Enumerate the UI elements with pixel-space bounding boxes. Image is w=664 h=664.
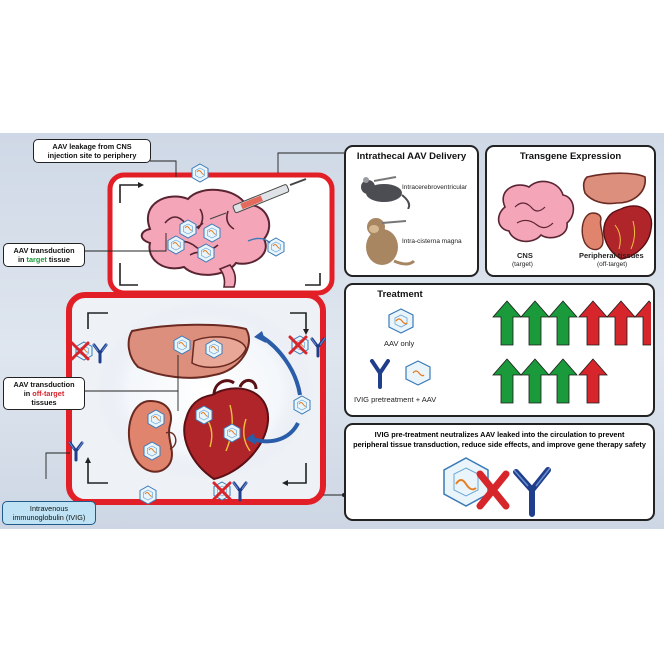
cns-expression-arrow-row1 <box>492 300 522 346</box>
expression-title: Transgene Expression <box>519 151 622 162</box>
delivery-panel: Intrathecal AAV Delivery Intracerebroven… <box>344 145 479 277</box>
expression-peripheral-sub: (off-target) <box>597 261 628 268</box>
peripheral-expression-arrow-row1 <box>578 300 608 346</box>
figure-background: AAV leakage from CNS injection site to p… <box>0 133 664 529</box>
monkey-illustration <box>366 218 416 266</box>
label-offtarget-highlight: off-target <box>32 389 65 398</box>
treatment-row2-label: IVIG pretreatment + AAV <box>354 395 437 404</box>
label-target-line1: AAV transduction <box>13 246 75 255</box>
conclusion-line1: IVIG pre-treatment neutralizes AAV leake… <box>374 430 625 439</box>
peripheral-expression-arrow-row1 <box>634 300 651 346</box>
conclusion-line2: peripheral tissue transduction, reduce s… <box>353 440 646 449</box>
label-ivig: Intravenous immunoglobulin (IVIG) <box>2 501 96 525</box>
treatment-arrows <box>492 300 651 404</box>
expression-cns-sub: (target) <box>512 261 533 268</box>
conclusion-panel: IVIG pre-treatment neutralizes AAV leake… <box>344 423 655 521</box>
treatment-row2-icons <box>370 359 431 389</box>
delivery-title: Intrathecal AAV Delivery <box>356 151 467 162</box>
peripheral-expression-arrow-row2 <box>578 358 608 404</box>
delivery-route1: Intracerebroventricular <box>402 184 468 191</box>
treatment-panel: Treatment AAV only IVIG pretreatment + A… <box>344 283 655 417</box>
treatment-row1-icon <box>388 308 414 334</box>
syringe-illustration <box>209 178 307 220</box>
treatment-row1-label: AAV only <box>384 339 415 348</box>
label-ivig-line2: immunoglobulin (IVIG) <box>12 513 86 522</box>
label-offtarget-transduction: AAV transduction in off-target tissues <box>3 377 85 410</box>
mouse-illustration <box>361 176 411 209</box>
cns-expression-arrow-row1 <box>548 300 578 346</box>
expression-organs <box>497 172 653 260</box>
label-ivig-line1: Intravenous <box>29 504 69 513</box>
peripheral-expression-arrow-row1 <box>606 300 636 346</box>
neutralization-illustration <box>443 457 551 517</box>
label-aav-leakage: AAV leakage from CNS injection site to p… <box>33 139 151 163</box>
treatment-title: Treatment <box>377 289 423 300</box>
left-diagram <box>45 152 346 505</box>
label-offtarget-line1: AAV transduction <box>13 380 75 389</box>
cns-expression-arrow-row2 <box>520 358 550 404</box>
expression-panel: Transgene Expression CNS (target) Periph… <box>485 145 656 277</box>
expression-cns-label: CNS <box>517 251 533 260</box>
delivery-route2: Intra-cisterna magna <box>402 238 462 245</box>
cns-expression-arrow-row2 <box>492 358 522 404</box>
label-aav-leakage-line2: injection site to periphery <box>47 151 137 160</box>
label-target-suffix: tissue <box>46 255 70 264</box>
label-offtarget-prefix: in <box>23 389 33 398</box>
cns-expression-arrow-row1 <box>520 300 550 346</box>
label-target-transduction: AAV transduction in target tissue <box>3 243 85 267</box>
expression-peripheral-label: Peripheral tissues <box>579 251 644 260</box>
label-target-highlight: target <box>26 255 47 264</box>
label-offtarget-line3: tissues <box>31 398 57 407</box>
cns-expression-arrow-row2 <box>548 358 578 404</box>
label-aav-leakage-line1: AAV leakage from CNS <box>52 142 132 151</box>
label-target-prefix: in <box>18 255 27 264</box>
